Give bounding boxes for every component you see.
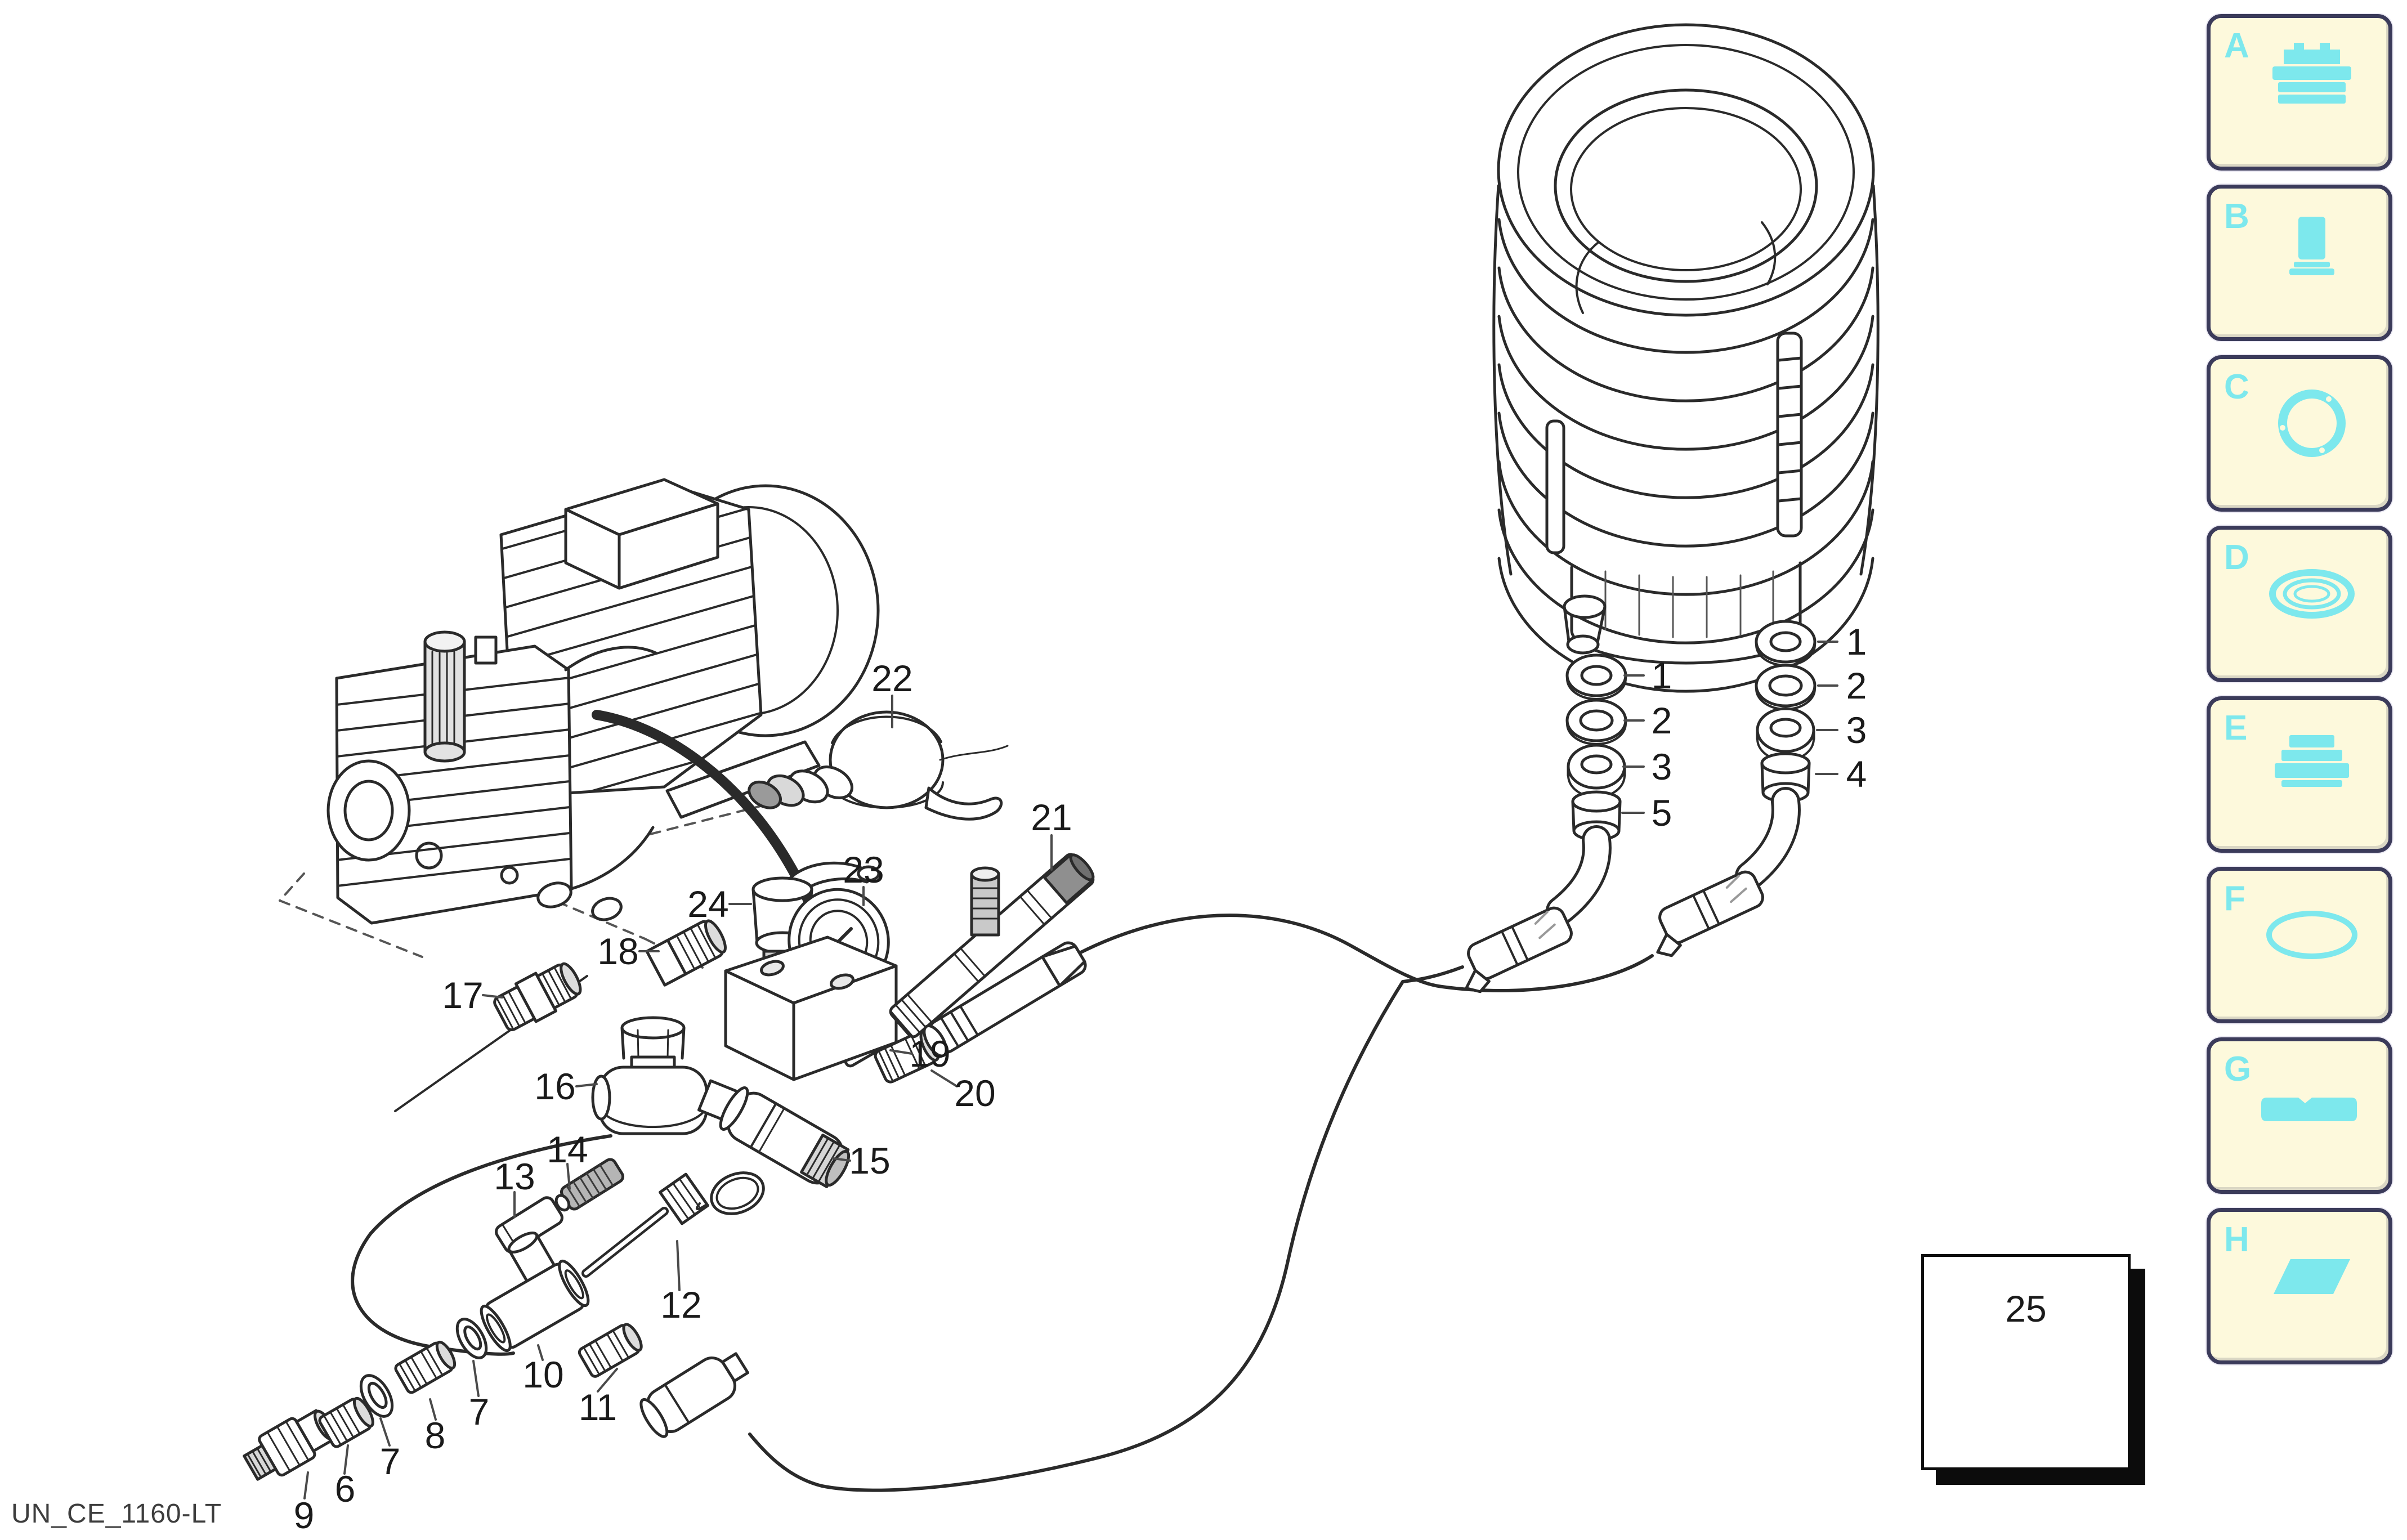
part-15-fitting — [719, 1086, 851, 1188]
coil-elbow-fitting — [1563, 594, 1607, 655]
callout-8: 8 — [425, 1414, 446, 1456]
valve-handle — [924, 786, 1003, 821]
notched-bar-icon — [2261, 1098, 2357, 1121]
sidebar-item-G[interactable]: G — [2207, 1037, 2392, 1194]
legend-letter: B — [2224, 197, 2249, 236]
leader-lines — [303, 641, 1838, 1499]
callout-15: 15 — [849, 1140, 890, 1181]
callout-23: 23 — [843, 849, 884, 890]
legend-letter: A — [2224, 26, 2249, 65]
callout-6: 6 — [335, 1468, 356, 1510]
hose-clip-pin — [1545, 419, 1565, 554]
washer-column-right — [1755, 620, 1817, 803]
part-12-rod — [581, 1171, 765, 1278]
callout-2: 2 — [1652, 700, 1672, 741]
legend-letter: F — [2224, 879, 2245, 918]
legend-letter: D — [2224, 538, 2249, 577]
sidebar-item-F[interactable]: F — [2207, 867, 2392, 1023]
hose-end-ribbed-strip — [1776, 332, 1803, 538]
part-21-injector-tube — [889, 853, 1095, 1038]
callout-7: 7 — [469, 1391, 490, 1432]
pump-valve-cylinder — [423, 630, 466, 763]
legend-letter: G — [2224, 1050, 2252, 1089]
callout-14: 14 — [547, 1129, 588, 1170]
callout-20: 20 — [954, 1072, 995, 1114]
legend-letter: E — [2224, 709, 2248, 747]
bent-hose-connectors — [1465, 787, 1801, 993]
part-19-manifold-block — [724, 935, 898, 1081]
stepped-cap-icon — [2275, 735, 2349, 787]
part-14-filter — [554, 1158, 625, 1212]
hose-sleeve — [639, 1352, 749, 1438]
part-8-nipple — [394, 1340, 457, 1394]
hose-crimp-end — [923, 941, 1087, 1058]
inlet-fitting-chain — [243, 1232, 749, 1481]
callout-24: 24 — [687, 883, 728, 925]
flat-seal-icon — [2269, 569, 2355, 619]
callout-7: 7 — [380, 1440, 401, 1482]
part-16-valve — [591, 1016, 752, 1135]
part-18-plug — [645, 919, 727, 987]
terminal-box — [564, 478, 719, 590]
legend-letter: H — [2224, 1220, 2249, 1259]
callout-layer: 1235123422212423181716192015141312101196… — [294, 621, 1867, 1536]
delivery-hose — [1079, 914, 1654, 993]
coiled-hose — [1492, 23, 1880, 693]
callout-3: 3 — [1652, 746, 1672, 787]
callout-21: 21 — [1031, 796, 1072, 838]
sidebar-item-C[interactable]: C — [2207, 355, 2392, 512]
callout-18: 18 — [597, 930, 638, 972]
callout-10: 10 — [522, 1354, 563, 1395]
motor-pump-assembly — [326, 478, 883, 1068]
callout-11: 11 — [579, 1386, 618, 1428]
sidebar-item-H[interactable]: H — [2207, 1208, 2392, 1364]
callout-1: 1 — [1652, 655, 1672, 696]
callout-1: 1 — [1846, 621, 1867, 662]
callout-16: 16 — [534, 1066, 575, 1107]
flange-ring-icon — [2278, 390, 2346, 457]
sidebar-item-D[interactable]: D — [2207, 526, 2392, 682]
callout-2: 2 — [1846, 665, 1867, 706]
callout-22: 22 — [871, 657, 912, 699]
inset-part-box: 25 — [1921, 1254, 2131, 1470]
nozzle-insert-icon — [2289, 217, 2334, 275]
callout-12: 12 — [660, 1284, 701, 1326]
coupling-cap-icon — [2272, 43, 2351, 104]
callout-5: 5 — [1652, 792, 1672, 834]
part-10-tee — [480, 1232, 590, 1353]
figure-label: UN_CE_1160-LT — [11, 1499, 222, 1529]
flat-gasket-icon — [2274, 1259, 2350, 1294]
middle-parts — [493, 710, 1095, 1278]
part-22-valve — [748, 710, 1009, 821]
part-17-nipple — [493, 962, 582, 1032]
part-7-oring — [455, 1318, 488, 1359]
callout-19: 19 — [909, 1033, 950, 1075]
o-ring-icon — [2266, 911, 2357, 959]
callout-3: 3 — [1846, 709, 1867, 751]
legend-letter: C — [2224, 368, 2249, 406]
sidebar-item-A[interactable]: A — [2207, 14, 2392, 171]
sidebar-item-B[interactable]: B — [2207, 185, 2392, 341]
callout-9: 9 — [294, 1494, 315, 1536]
sidebar-item-E[interactable]: E — [2207, 696, 2392, 853]
callout-13: 13 — [494, 1156, 535, 1197]
callout-4: 4 — [1846, 753, 1867, 795]
part-6-bushing — [318, 1396, 374, 1448]
part-7-washer — [359, 1374, 394, 1418]
callout-17: 17 — [442, 974, 483, 1016]
part-11-fitting — [578, 1323, 643, 1378]
washer-column-left — [1565, 653, 1627, 841]
callout-25: 25 — [2005, 1288, 2047, 1329]
suction-hose — [748, 965, 1464, 1492]
